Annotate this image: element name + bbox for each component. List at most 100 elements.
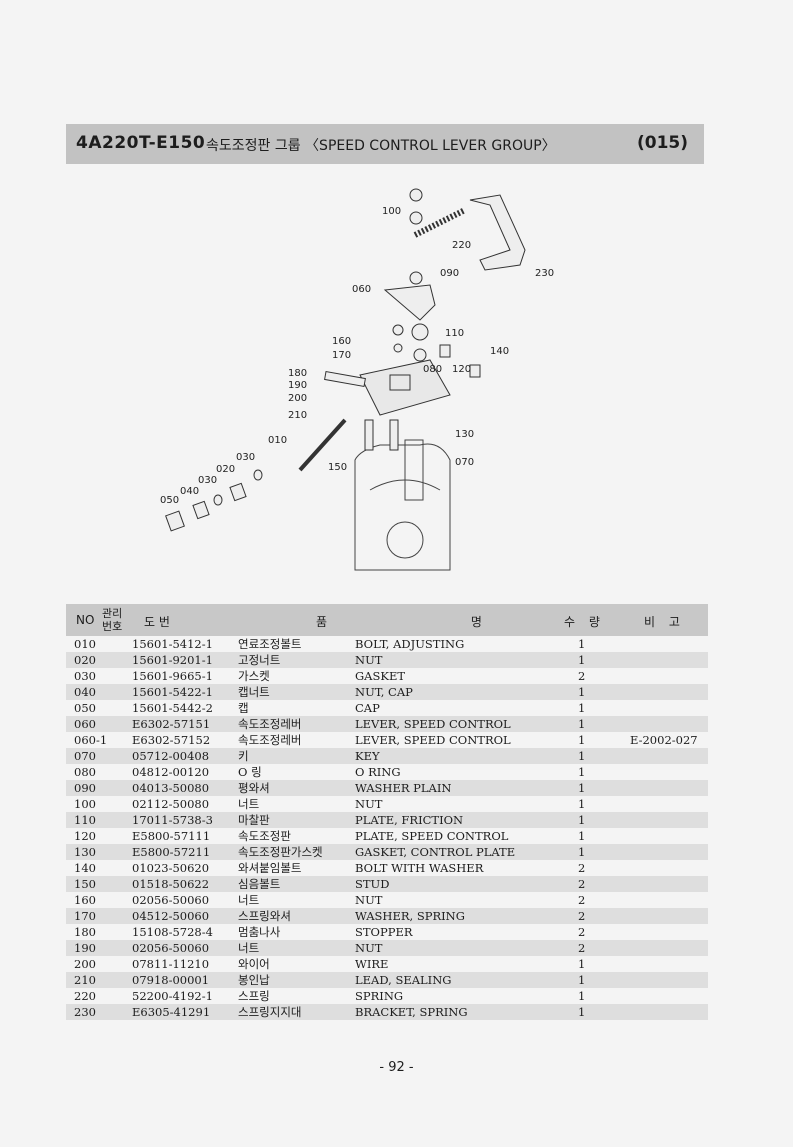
callout-080: 080 [423,364,442,375]
callout-130: 130 [455,429,474,440]
part-name-kr: 속도조정레버 [238,717,302,731]
part-name-kr: 너트 [238,941,260,955]
part-name-en: WASHER PLAIN [355,781,452,795]
part-name-kr: 속도조정판 [238,829,291,843]
part-no: 160 [74,893,96,907]
part-no: 060 [74,717,96,731]
part-name-en: NUT [355,941,383,955]
quantity: 2 [578,893,586,907]
part-number: 04812-00120 [132,765,210,779]
remarks: E-2002-027 [630,733,698,747]
part-no: 080 [74,765,96,779]
part-no: 110 [74,813,96,827]
part-number: 02056-50060 [132,941,210,955]
part-no: 120 [74,829,96,843]
part-no: 040 [74,685,96,699]
part-number: 15601-9201-1 [132,653,213,667]
header-remarks: 비 고 [644,615,680,629]
part-no: 210 [74,973,96,987]
part-name-en: CAP [355,701,380,715]
table-header: NO 관리번호 도 번 품 명 수 량 비 고 [66,604,708,636]
callout-160: 160 [332,336,351,347]
part-number: 15108-5728-4 [132,925,213,939]
quantity: 1 [578,765,586,779]
quantity: 2 [578,877,586,891]
part-name-en: PLATE, SPEED CONTROL [355,829,509,843]
callout-100: 100 [382,206,401,217]
part-number: 02112-50080 [132,797,210,811]
callout-140: 140 [490,346,509,357]
part-number: 07811-11210 [132,957,210,971]
callout-010: 010 [268,435,287,446]
part-name-kr: 심음볼트 [238,877,281,891]
part-name-en: PLATE, FRICTION [355,813,464,827]
quantity: 1 [578,829,586,843]
part-no: 220 [74,989,96,1003]
part-number: E5800-57111 [132,829,211,843]
callout-060: 060 [352,284,371,295]
part-number: 15601-5412-1 [132,637,213,651]
part-no: 010 [74,637,96,651]
callout-230: 230 [535,268,554,279]
callout-180: 180 [288,368,307,379]
quantity: 1 [578,717,586,731]
part-name-kr: O 링 [238,765,262,779]
part-number: E5800-57211 [132,845,211,859]
callout-030-a: 030 [236,452,255,463]
part-number: 17011-5738-3 [132,813,213,827]
part-name-kr: 너트 [238,797,260,811]
part-name-kr: 평와셔 [238,781,270,795]
part-name-kr: 스프링지지대 [238,1005,302,1019]
page-number: - 92 - [379,1060,414,1075]
quantity: 1 [578,989,586,1003]
part-name-kr: 너트 [238,893,260,907]
part-name-en: NUT [355,653,383,667]
part-name-en: NUT [355,893,383,907]
part-number: 01023-50620 [132,861,210,875]
part-name-en: SPRING [355,989,404,1003]
callout-030-b: 030 [198,475,217,486]
quantity: 1 [578,813,586,827]
quantity: 2 [578,925,586,939]
part-number: 01518-50622 [132,877,210,891]
part-name-en: WASHER, SPRING [355,909,465,923]
part-name-en: KEY [355,749,380,763]
callout-200: 200 [288,393,307,404]
callout-020: 020 [216,464,235,475]
part-name-en: NUT, CAP [355,685,413,699]
part-name-en: STUD [355,877,390,891]
quantity: 1 [578,781,586,795]
exploded-parts-diagram: 100 220 230 090 060 110 160 170 140 080 … [140,170,600,590]
part-name-kr: 속도조정판가스켓 [238,845,323,859]
part-name-kr: 와이어 [238,957,270,971]
part-name-kr: 스프링와셔 [238,909,291,923]
quantity: 2 [578,941,586,955]
group-header: 4A220T-E150 속도조정판 그룹 〈SPEED CONTROL LEVE… [66,124,704,164]
part-no: 030 [74,669,96,683]
part-no: 180 [74,925,96,939]
table-row: 120 E5800-57111 속도조정판 PLATE, SPEED CONTROL 1 [66,828,708,844]
quantity: 1 [578,653,586,667]
part-no: 050 [74,701,96,715]
part-name-kr: 스프링 [238,989,270,1003]
part-no: 100 [74,797,96,811]
part-no: 130 [74,845,96,859]
part-number: 04512-50060 [132,909,210,923]
header-mgmt: 관리번호 [102,607,123,633]
part-no: 140 [74,861,96,875]
part-name-en: LEVER, SPEED CONTROL [355,717,511,731]
